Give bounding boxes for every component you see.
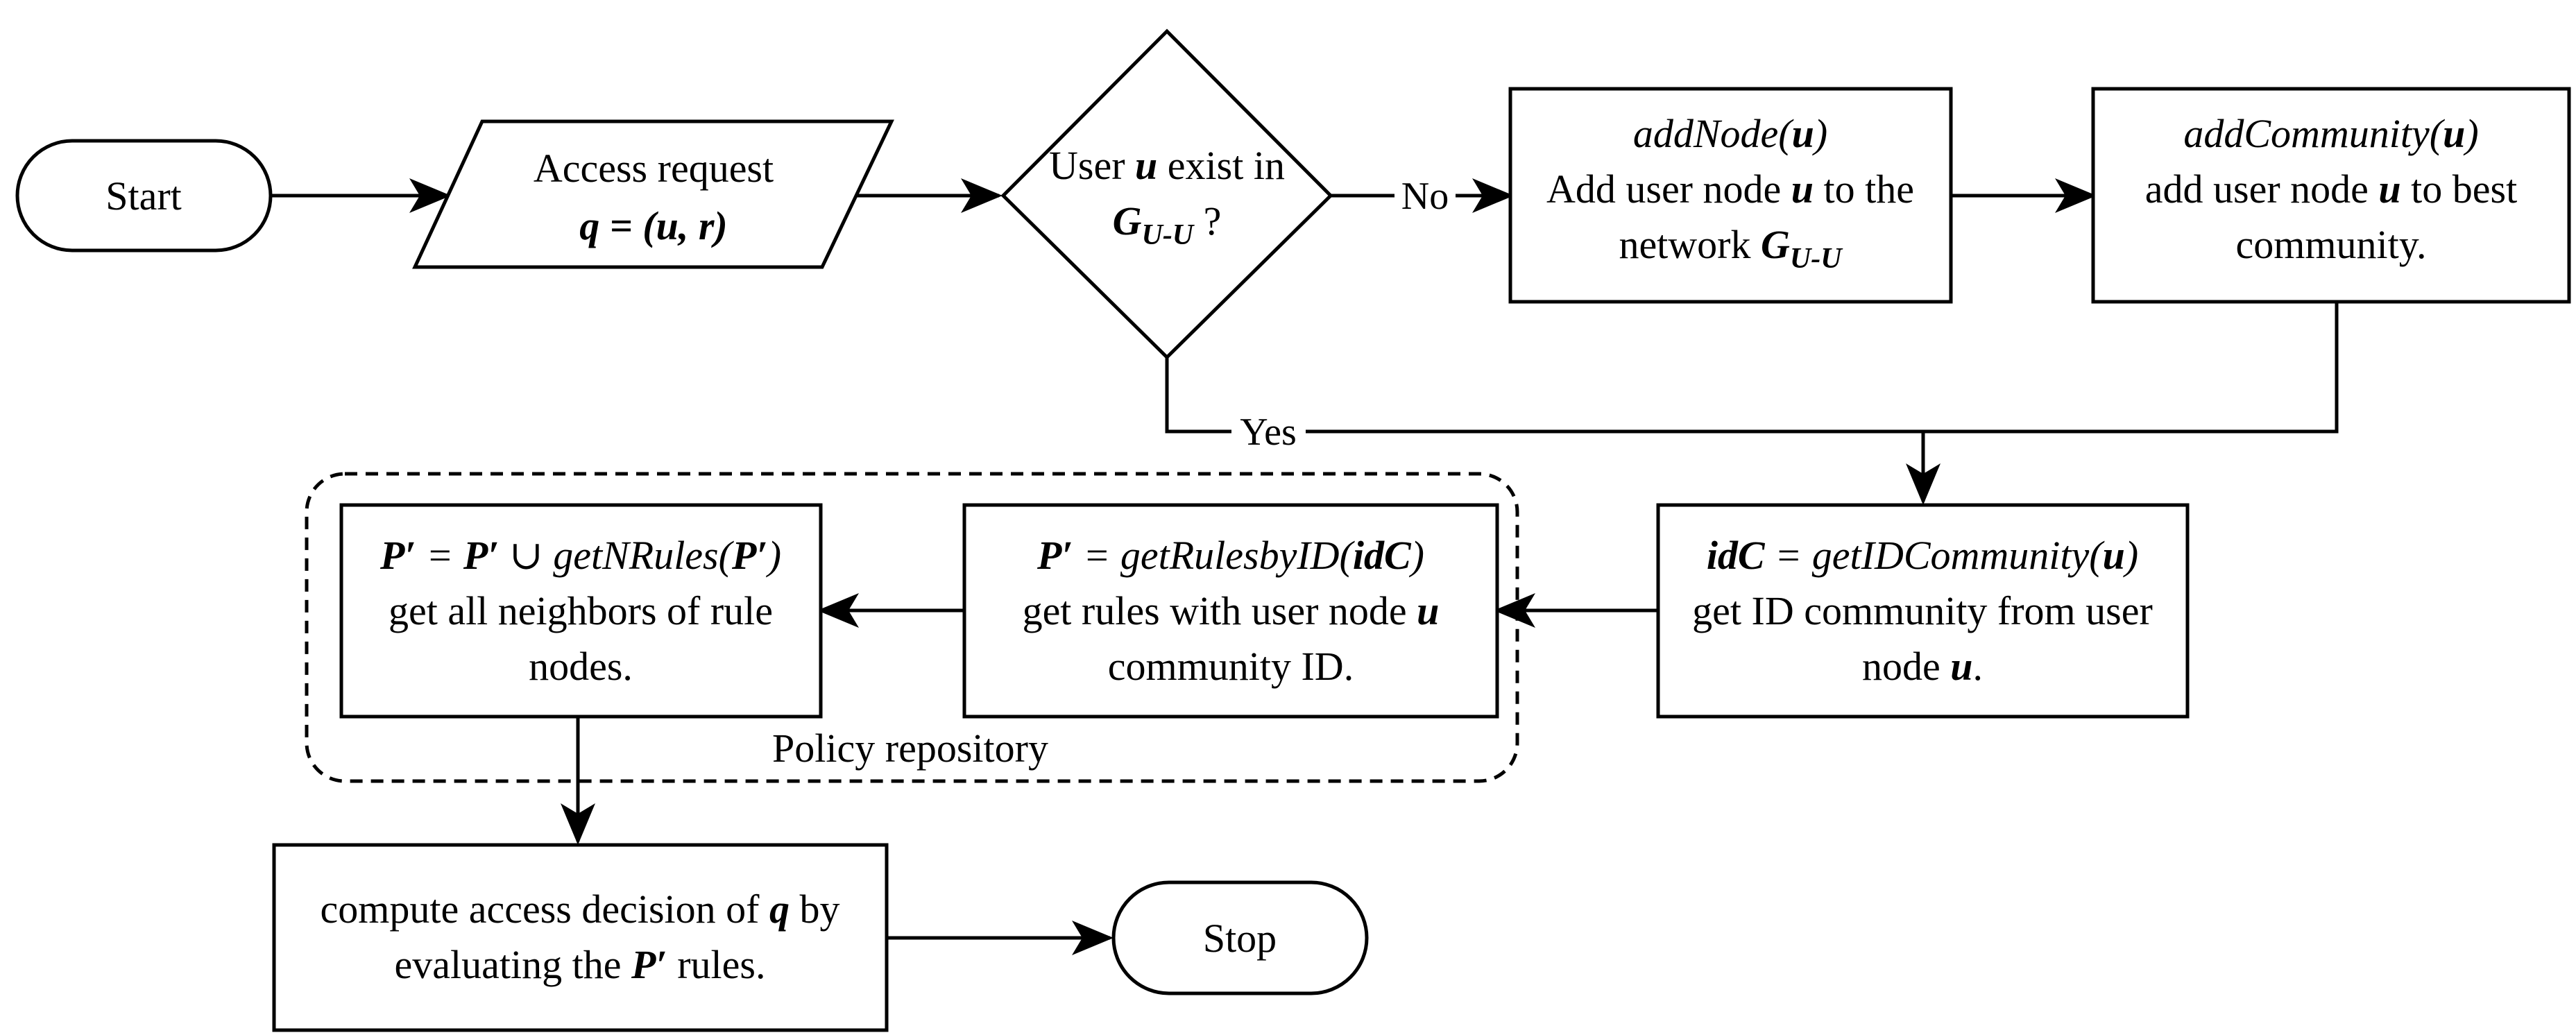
compute-decision-line1: compute access decision of q by [321, 887, 840, 932]
get-id-community-line2: get ID community from user [1692, 588, 2153, 633]
start-node: Start [15, 139, 273, 253]
get-rules-by-id-line2: get rules with user node u [1023, 588, 1440, 633]
edge-decision-yes [1165, 357, 1231, 434]
get-n-rules-line3: nodes. [529, 644, 633, 689]
get-rules-by-id-line3: community ID. [1108, 644, 1354, 689]
add-node-func: addNode(u) [1633, 111, 1827, 156]
edge-label-no: No [1401, 175, 1449, 218]
get-rules-by-id-func: P′ = getRulesbyID(idC) [1037, 533, 1424, 578]
add-node-line2: Add user node u to the [1546, 166, 1914, 212]
get-id-community-line3: node u. [1862, 644, 1983, 689]
get-id-community-func: idC = getIDCommunity(u) [1707, 533, 2138, 578]
add-community-line2: add user node u to best [2145, 166, 2517, 212]
add-node-line3: network GU-U [1619, 222, 1843, 275]
add-community-line3: community. [2236, 222, 2427, 267]
start-label: Start [105, 173, 182, 219]
access-request-node: Access request q = (u, r) [412, 119, 894, 269]
compute-decision-line2: evaluating the P′ rules. [395, 942, 766, 987]
connectors [271, 178, 2339, 955]
edge-addcommunity-down [1306, 302, 2339, 434]
get-rules-by-id-process: P′ = getRulesbyID(idC) get rules with us… [962, 503, 1499, 719]
user-exists-decision: User u exist in GU-U ? [1000, 28, 1333, 360]
add-community-func: addCommunity(u) [2183, 111, 2478, 156]
decision-line1: User u exist in [1049, 143, 1285, 188]
get-n-rules-func: P′ = P′ ∪ getNRules(P′) [379, 533, 781, 578]
get-n-rules-process: P′ = P′ ∪ getNRules(P′) get all neighbor… [339, 503, 823, 719]
decision-line2: GU-U ? [1113, 198, 1222, 251]
get-id-community-process: idC = getIDCommunity(u) get ID community… [1656, 503, 2190, 719]
stop-node: Stop [1111, 880, 1369, 995]
get-n-rules-line2: get all neighbors of rule [389, 588, 773, 633]
access-request-line2: q = (u, r) [579, 203, 728, 248]
add-community-process: addCommunity(u) add user node u to best … [2091, 87, 2571, 304]
policy-repository-label: Policy repository [772, 726, 1048, 771]
policy-repository-group: Policy repository [305, 472, 1519, 783]
compute-decision-process: compute access decision of q by evaluati… [272, 843, 889, 1032]
policy-repository-border [305, 472, 1519, 783]
stop-label: Stop [1203, 916, 1277, 961]
add-node-process: addNode(u) Add user node u to the networ… [1508, 87, 1953, 304]
access-request-line1: Access request [534, 146, 774, 191]
edge-label-yes: Yes [1240, 411, 1296, 454]
